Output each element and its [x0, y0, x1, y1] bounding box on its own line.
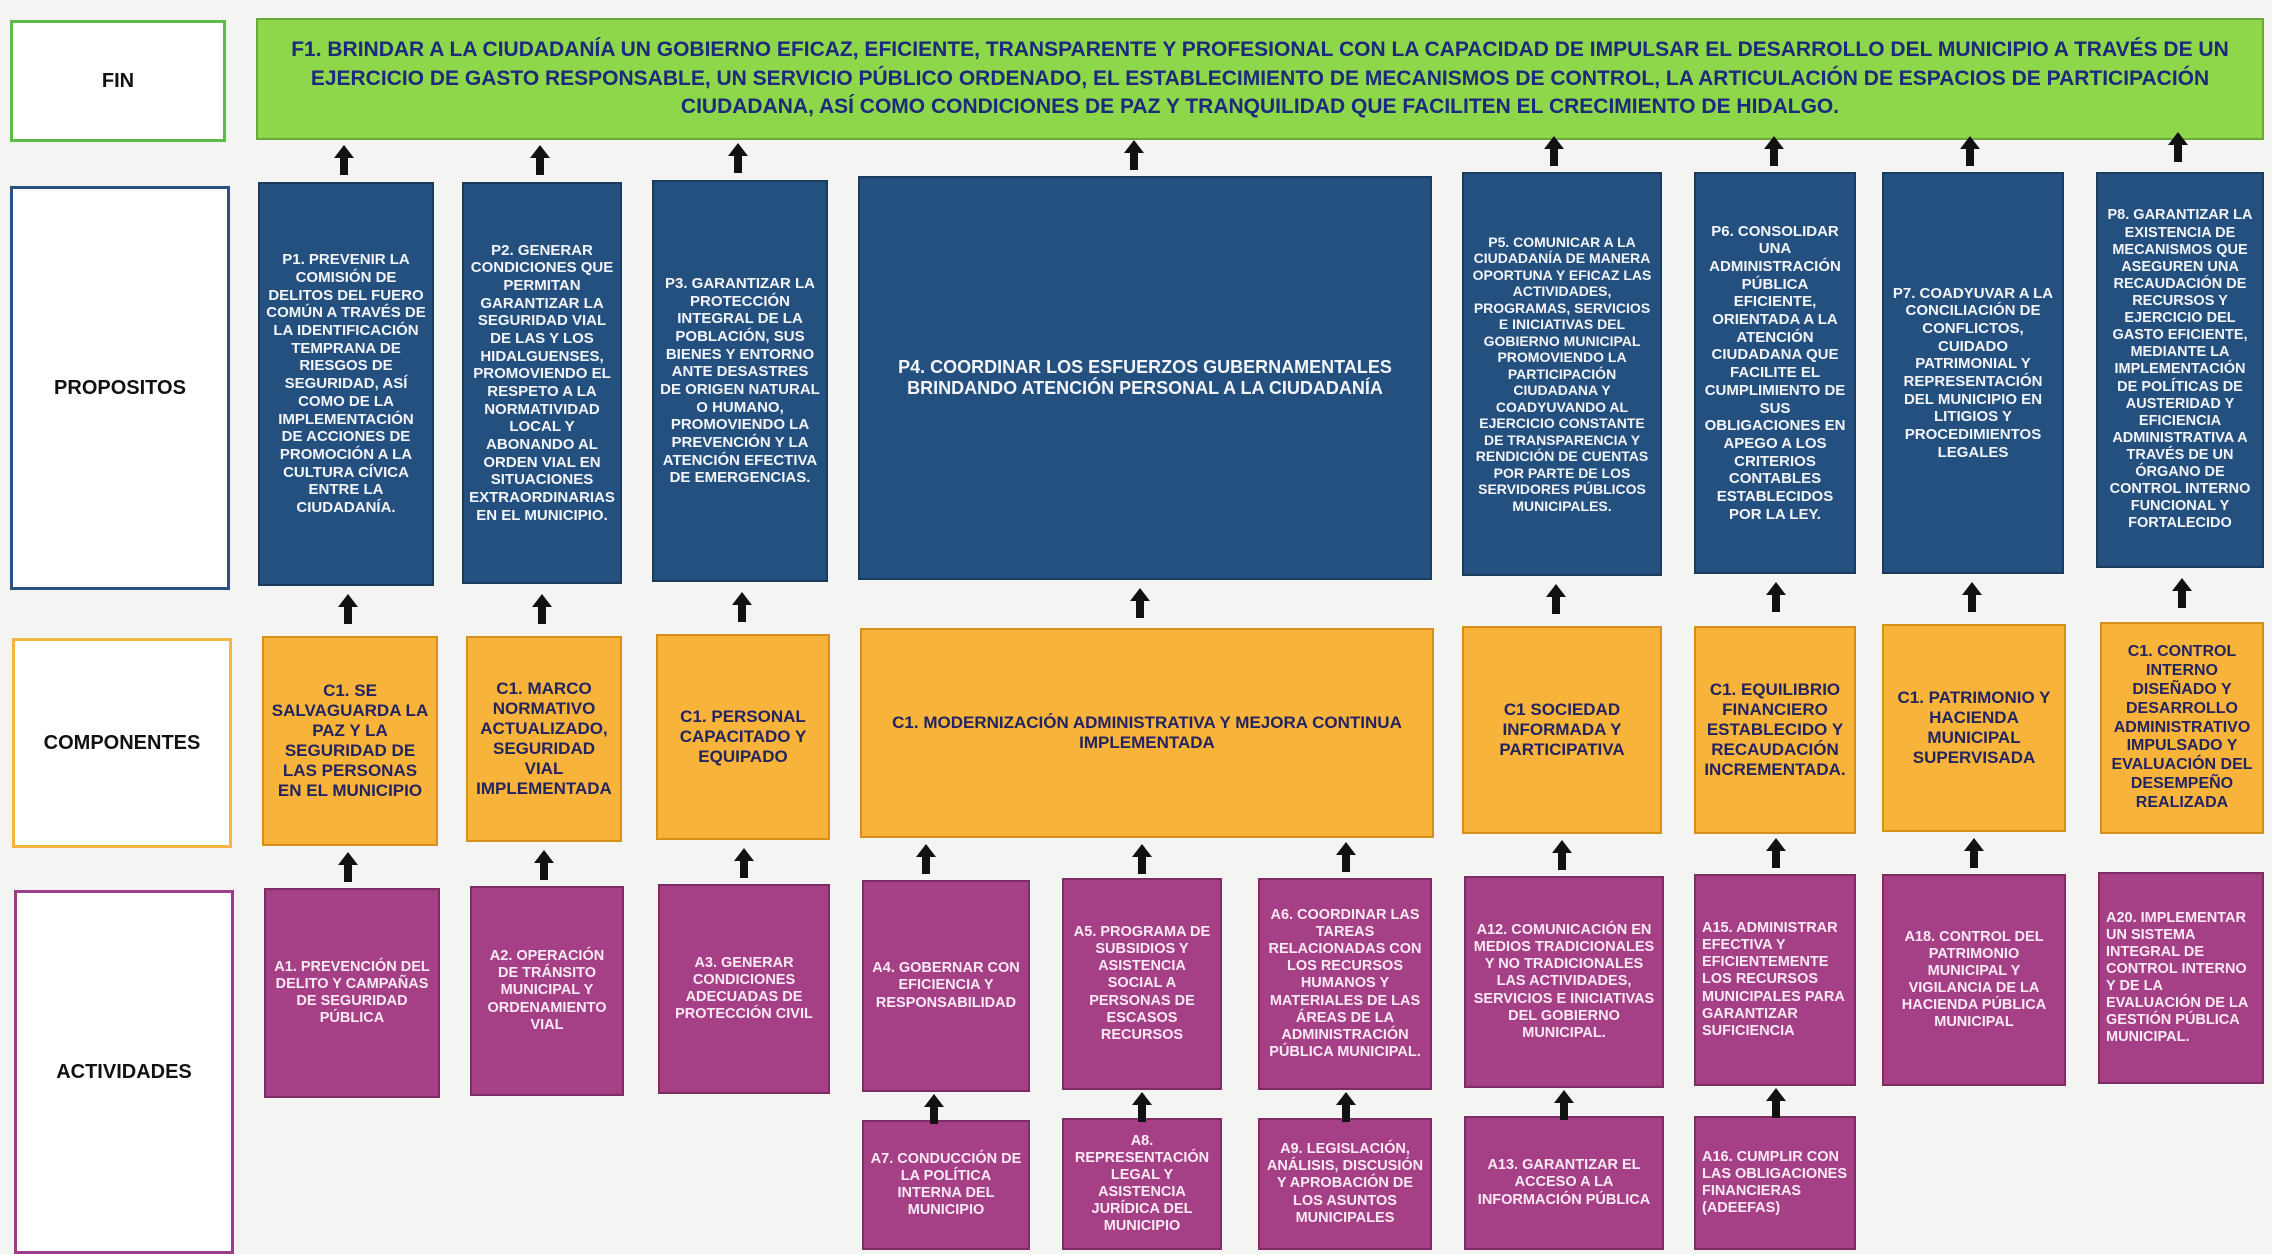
proposito-p5: P5. COMUNICAR A LA CIUDADANÍA DE MANERA … — [1462, 172, 1662, 576]
arrow-up-icon — [1552, 840, 1572, 870]
proposito-p8: P8. GARANTIZAR LA EXISTENCIA DE MECANISM… — [2096, 172, 2264, 568]
actividad-a3: A3. GENERAR CONDICIONES ADECUADAS DE PRO… — [658, 884, 830, 1094]
row-label-fin: FIN — [10, 20, 226, 142]
actividad-a9: A9. LEGISLACIÓN, ANÁLISIS, DISCUSIÓN Y A… — [1258, 1118, 1432, 1250]
actividad-a4: A4. GOBERNAR CON EFICIENCIA Y RESPONSABI… — [862, 880, 1030, 1092]
arrow-up-icon — [1766, 1088, 1786, 1118]
proposito-p1: P1. PREVENIR LA COMISIÓN DE DELITOS DEL … — [258, 182, 434, 586]
actividad-a13: A13. GARANTIZAR EL ACCESO A LA INFORMACI… — [1464, 1116, 1664, 1250]
arrow-up-icon — [1544, 136, 1564, 166]
arrow-up-icon — [1132, 1092, 1152, 1122]
row-label-actividades: ACTIVIDADES — [14, 890, 234, 1254]
actividad-a12: A12. COMUNICACIÓN EN MEDIOS TRADICIONALE… — [1464, 876, 1664, 1088]
arrow-up-icon — [728, 143, 748, 173]
arrow-up-icon — [1766, 582, 1786, 612]
arrow-up-icon — [924, 1094, 944, 1124]
componente-7: C1. PATRIMONIO Y HACIENDA MUNICIPAL SUPE… — [1882, 624, 2066, 832]
proposito-p2: P2. GENERAR CONDICIONES QUE PERMITAN GAR… — [462, 182, 622, 584]
componente-6: C1. EQUILIBRIO FINANCIERO ESTABLECIDO Y … — [1694, 626, 1856, 834]
arrow-up-icon — [1130, 588, 1150, 618]
arrow-up-icon — [734, 848, 754, 878]
row-label-componentes: COMPONENTES — [12, 638, 232, 848]
arrow-up-icon — [1962, 582, 1982, 612]
actividad-a5: A5. PROGRAMA DE SUBSIDIOS Y ASISTENCIA S… — [1062, 878, 1222, 1090]
actividad-a20: A20. IMPLEMENTAR UN SISTEMA INTEGRAL DE … — [2098, 872, 2264, 1084]
proposito-p4: P4. COORDINAR LOS ESFUERZOS GUBERNAMENTA… — [858, 176, 1432, 580]
arrow-up-icon — [1764, 136, 1784, 166]
arrow-up-icon — [916, 844, 936, 874]
arrow-up-icon — [1132, 844, 1152, 874]
proposito-p7: P7. COADYUVAR A LA CONCILIACIÓN DE CONFL… — [1882, 172, 2064, 574]
arrow-up-icon — [1336, 842, 1356, 872]
componente-3: C1. PERSONAL CAPACITADO Y EQUIPADO — [656, 634, 830, 840]
actividad-a7: A7. CONDUCCIÓN DE LA POLÍTICA INTERNA DE… — [862, 1120, 1030, 1250]
arrow-up-icon — [532, 594, 552, 624]
componente-8: C1. CONTROL INTERNO DISEÑADO Y DESARROLL… — [2100, 622, 2264, 834]
arrow-up-icon — [1766, 838, 1786, 868]
actividad-a18: A18. CONTROL DEL PATRIMONIO MUNICIPAL Y … — [1882, 874, 2066, 1086]
fin-box: F1. BRINDAR A LA CIUDADANÍA UN GOBIERNO … — [256, 18, 2264, 140]
componente-4: C1. MODERNIZACIÓN ADMINISTRATIVA Y MEJOR… — [860, 628, 1434, 838]
arrow-up-icon — [1964, 838, 1984, 868]
actividad-a16: A16. CUMPLIR CON LAS OBLIGACIONES FINANC… — [1694, 1116, 1856, 1250]
arrow-up-icon — [1124, 140, 1144, 170]
componente-5: C1 SOCIEDAD INFORMADA Y PARTICIPATIVA — [1462, 626, 1662, 834]
row-label-propositos: PROPOSITOS — [10, 186, 230, 590]
arrow-up-icon — [334, 145, 354, 175]
actividad-a6: A6. COORDINAR LAS TAREAS RELACIONADAS CO… — [1258, 878, 1432, 1090]
arrow-up-icon — [530, 145, 550, 175]
proposito-p6: P6. CONSOLIDAR UNA ADMINISTRACIÓN PÚBLIC… — [1694, 172, 1856, 574]
arrow-up-icon — [1546, 584, 1566, 614]
arrow-up-icon — [2172, 578, 2192, 608]
arrow-up-icon — [732, 592, 752, 622]
actividad-a8: A8. REPRESENTACIÓN LEGAL Y ASISTENCIA JU… — [1062, 1118, 1222, 1250]
componente-1: C1. SE SALVAGUARDA LA PAZ Y LA SEGURIDAD… — [262, 636, 438, 846]
componente-2: C1. MARCO NORMATIVO ACTUALIZADO, SEGURID… — [466, 636, 622, 842]
arrow-up-icon — [534, 850, 554, 880]
arrow-up-icon — [1336, 1092, 1356, 1122]
actividad-a1: A1. PREVENCIÓN DEL DELITO Y CAMPAÑAS DE … — [264, 888, 440, 1098]
arrow-up-icon — [1960, 136, 1980, 166]
actividad-a2: A2. OPERACIÓN DE TRÁNSITO MUNICIPAL Y OR… — [470, 886, 624, 1096]
arrow-up-icon — [2168, 132, 2188, 162]
actividad-a15: A15. ADMINISTRAR EFECTIVA Y EFICIENTEMEN… — [1694, 874, 1856, 1086]
arrow-up-icon — [1554, 1090, 1574, 1120]
proposito-p3: P3. GARANTIZAR LA PROTECCIÓN INTEGRAL DE… — [652, 180, 828, 582]
arrow-up-icon — [338, 852, 358, 882]
arrow-up-icon — [338, 594, 358, 624]
